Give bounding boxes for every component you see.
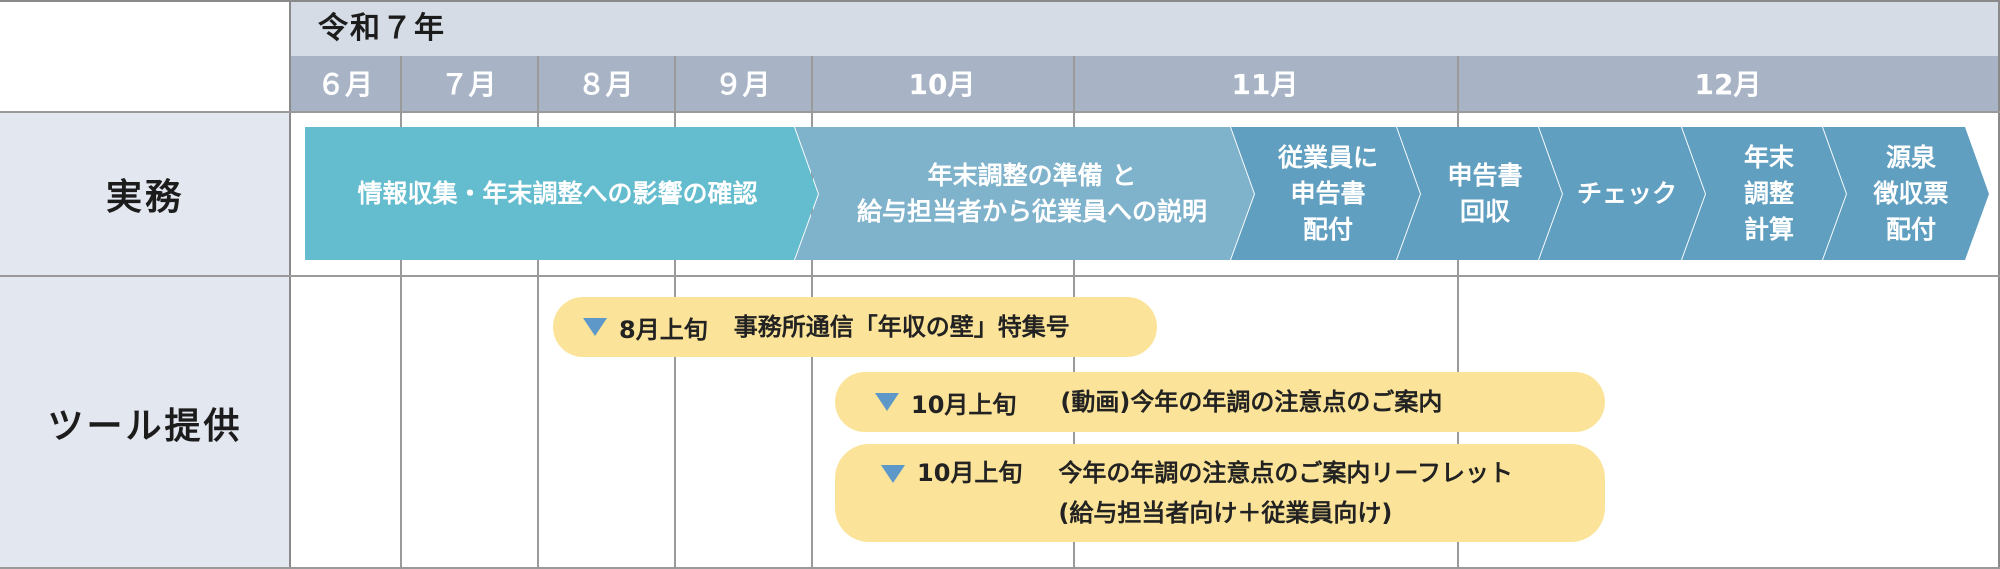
task-arrow-5 [1539, 127, 1705, 260]
tool-title: 事務所通信「年収の壁」特集号 [733, 313, 1070, 341]
grid-line-month [400, 56, 402, 569]
task-arrow-7 [1823, 127, 1989, 260]
month-label-aug: ８月 [577, 68, 634, 101]
tool-pill: 10月上旬 (動画)今年の年調の注意点のご案内 [835, 372, 1605, 432]
task-label: 年末 調整 計算 [1743, 142, 1794, 244]
row-header-tasks: 実務 [0, 112, 290, 276]
task-label: 従業員に 申告書 配付 [1277, 142, 1378, 244]
grid-line-bottom [0, 567, 2000, 569]
grid-line-row-divider [0, 275, 2000, 277]
month-label-jun: ６月 [316, 68, 373, 101]
tool-date: 10月上旬 [911, 390, 1017, 419]
tool-date: 10月上旬 [917, 459, 1023, 487]
grid-line-top [0, 0, 2000, 2]
tool-date: 8月上旬 [619, 315, 708, 344]
grid-line-month [1457, 56, 1459, 569]
triangle-down-icon [583, 318, 607, 336]
era-header-bar [290, 0, 1999, 56]
month-label-oct: 10月 [908, 68, 976, 101]
month-header-bar [290, 56, 1999, 112]
task-arrow-2 [795, 127, 1254, 260]
month-label-nov: 11月 [1231, 68, 1299, 101]
task-arrow-6 [1682, 127, 1846, 260]
task-label: チェック [1576, 178, 1677, 208]
task-arrow-1 [305, 127, 818, 260]
grid-line-month [537, 56, 539, 569]
triangle-down-icon [875, 393, 899, 411]
month-label-dec: 12月 [1694, 68, 1762, 101]
tool-title: 今年の年調の注意点のご案内リーフレット (給与担当者向け＋従業員向け) [1058, 459, 1513, 527]
task-label: 申告書 回収 [1447, 160, 1523, 226]
era-label: 令和７年 [318, 11, 446, 46]
task-label: 源泉 徴収票 配付 [1873, 142, 1949, 244]
triangle-down-icon [881, 465, 905, 483]
grid-line-header-bottom [0, 111, 2000, 113]
tool-pill: 8月上旬 事務所通信「年収の壁」特集号 [553, 297, 1157, 357]
grid-line-right [1998, 0, 2000, 569]
row-header-tools: ツール提供 [0, 276, 290, 569]
task-label: 年末調整の準備 と 給与担当者から従業員への説明 [856, 160, 1207, 226]
month-label-jul: ７月 [440, 68, 497, 101]
tool-pill: 10月上旬 今年の年調の注意点のご案内リーフレット (給与担当者向け＋従業員向け… [835, 444, 1605, 542]
grid-line-left [289, 0, 291, 569]
task-arrow-3 [1231, 127, 1420, 260]
tool-title: (動画)今年の年調の注意点のご案内 [1060, 388, 1443, 416]
month-label-sep: ９月 [714, 68, 771, 101]
task-label: 情報収集・年末調整への影響の確認 [357, 178, 758, 208]
task-arrow-4 [1397, 127, 1562, 260]
